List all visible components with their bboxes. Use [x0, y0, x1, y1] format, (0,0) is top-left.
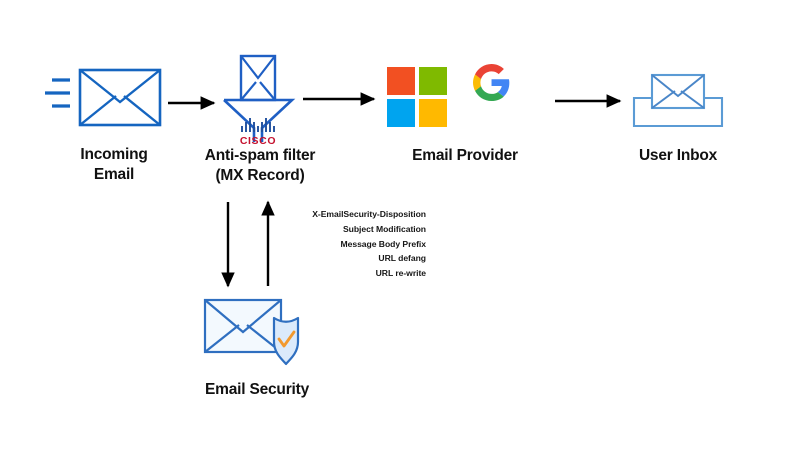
envelope-with-speed-lines-icon: [45, 68, 162, 127]
annotation-item: X-EmailSecurity-Disposition: [312, 209, 426, 219]
inbox-tray-envelope-icon: [632, 73, 724, 128]
check-icon: [277, 330, 296, 348]
node-email-provider[interactable]: [385, 62, 545, 134]
node-incoming-email[interactable]: [44, 66, 164, 128]
annotation-item: Subject Modification: [342, 223, 426, 234]
envelope-shield-check-icon: [203, 298, 300, 366]
cisco-wordmark: CISCO: [240, 135, 276, 146]
microsoft-logo-icon: [387, 67, 447, 127]
funnel-envelope-cisco-icon: CISCO: [223, 54, 296, 147]
annotation-item: URL defang: [378, 253, 426, 264]
node-label-user-inbox: User Inbox: [638, 147, 718, 164]
node-email-security[interactable]: [202, 296, 312, 368]
node-label-anti-spam-filter: Anti-spam filter (MX Record): [204, 147, 316, 184]
node-label-email-provider: Email Provider: [412, 147, 518, 164]
node-user-inbox[interactable]: [630, 70, 726, 130]
node-label-email-security: Email Security: [204, 381, 310, 398]
annotation-list: X-EmailSecurity-Disposition Subject Modi…: [280, 207, 426, 281]
annotation-item: Message Body Prefix: [340, 238, 427, 249]
node-label-incoming-email: Incoming Email: [80, 146, 148, 183]
microsoft-google-logos-icon: [387, 64, 510, 127]
annotation-item: URL re-write: [375, 268, 426, 279]
google-logo-icon: [473, 64, 510, 102]
node-anti-spam-filter[interactable]: CISCO: [216, 54, 300, 147]
